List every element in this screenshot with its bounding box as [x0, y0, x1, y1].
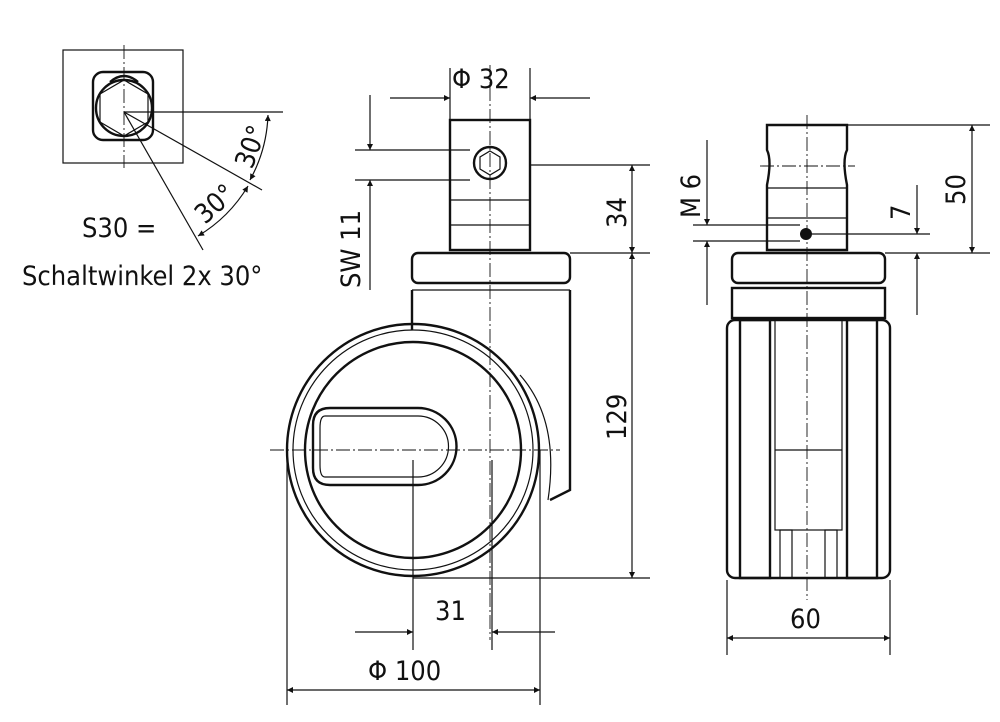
stem-height-label: 34	[602, 197, 633, 228]
stem-length-label: 50	[941, 174, 972, 205]
wheel-diameter-label: Φ 100	[368, 656, 441, 687]
switch-code: S30 =	[82, 213, 156, 244]
angle-label-2: 30°	[189, 178, 242, 230]
thread-label: M 6	[676, 174, 707, 218]
offset-label: 31	[435, 596, 466, 627]
wheel-width-label: 60	[790, 604, 821, 635]
side-view: M 6 7 50 60	[676, 115, 990, 655]
wrench-size-label: SW 11	[336, 210, 367, 288]
hole-offset-label: 7	[886, 205, 917, 220]
total-height-label: 129	[602, 394, 633, 440]
switch-angle-detail: 30° 30° S30 = Schaltwinkel 2x 30°	[22, 45, 283, 292]
stem-diameter-label: Φ 32	[452, 64, 510, 95]
switch-description: Schaltwinkel 2x 30°	[22, 261, 262, 292]
front-view: Φ 32 SW 11 34 129 31 Φ 100	[270, 64, 650, 705]
